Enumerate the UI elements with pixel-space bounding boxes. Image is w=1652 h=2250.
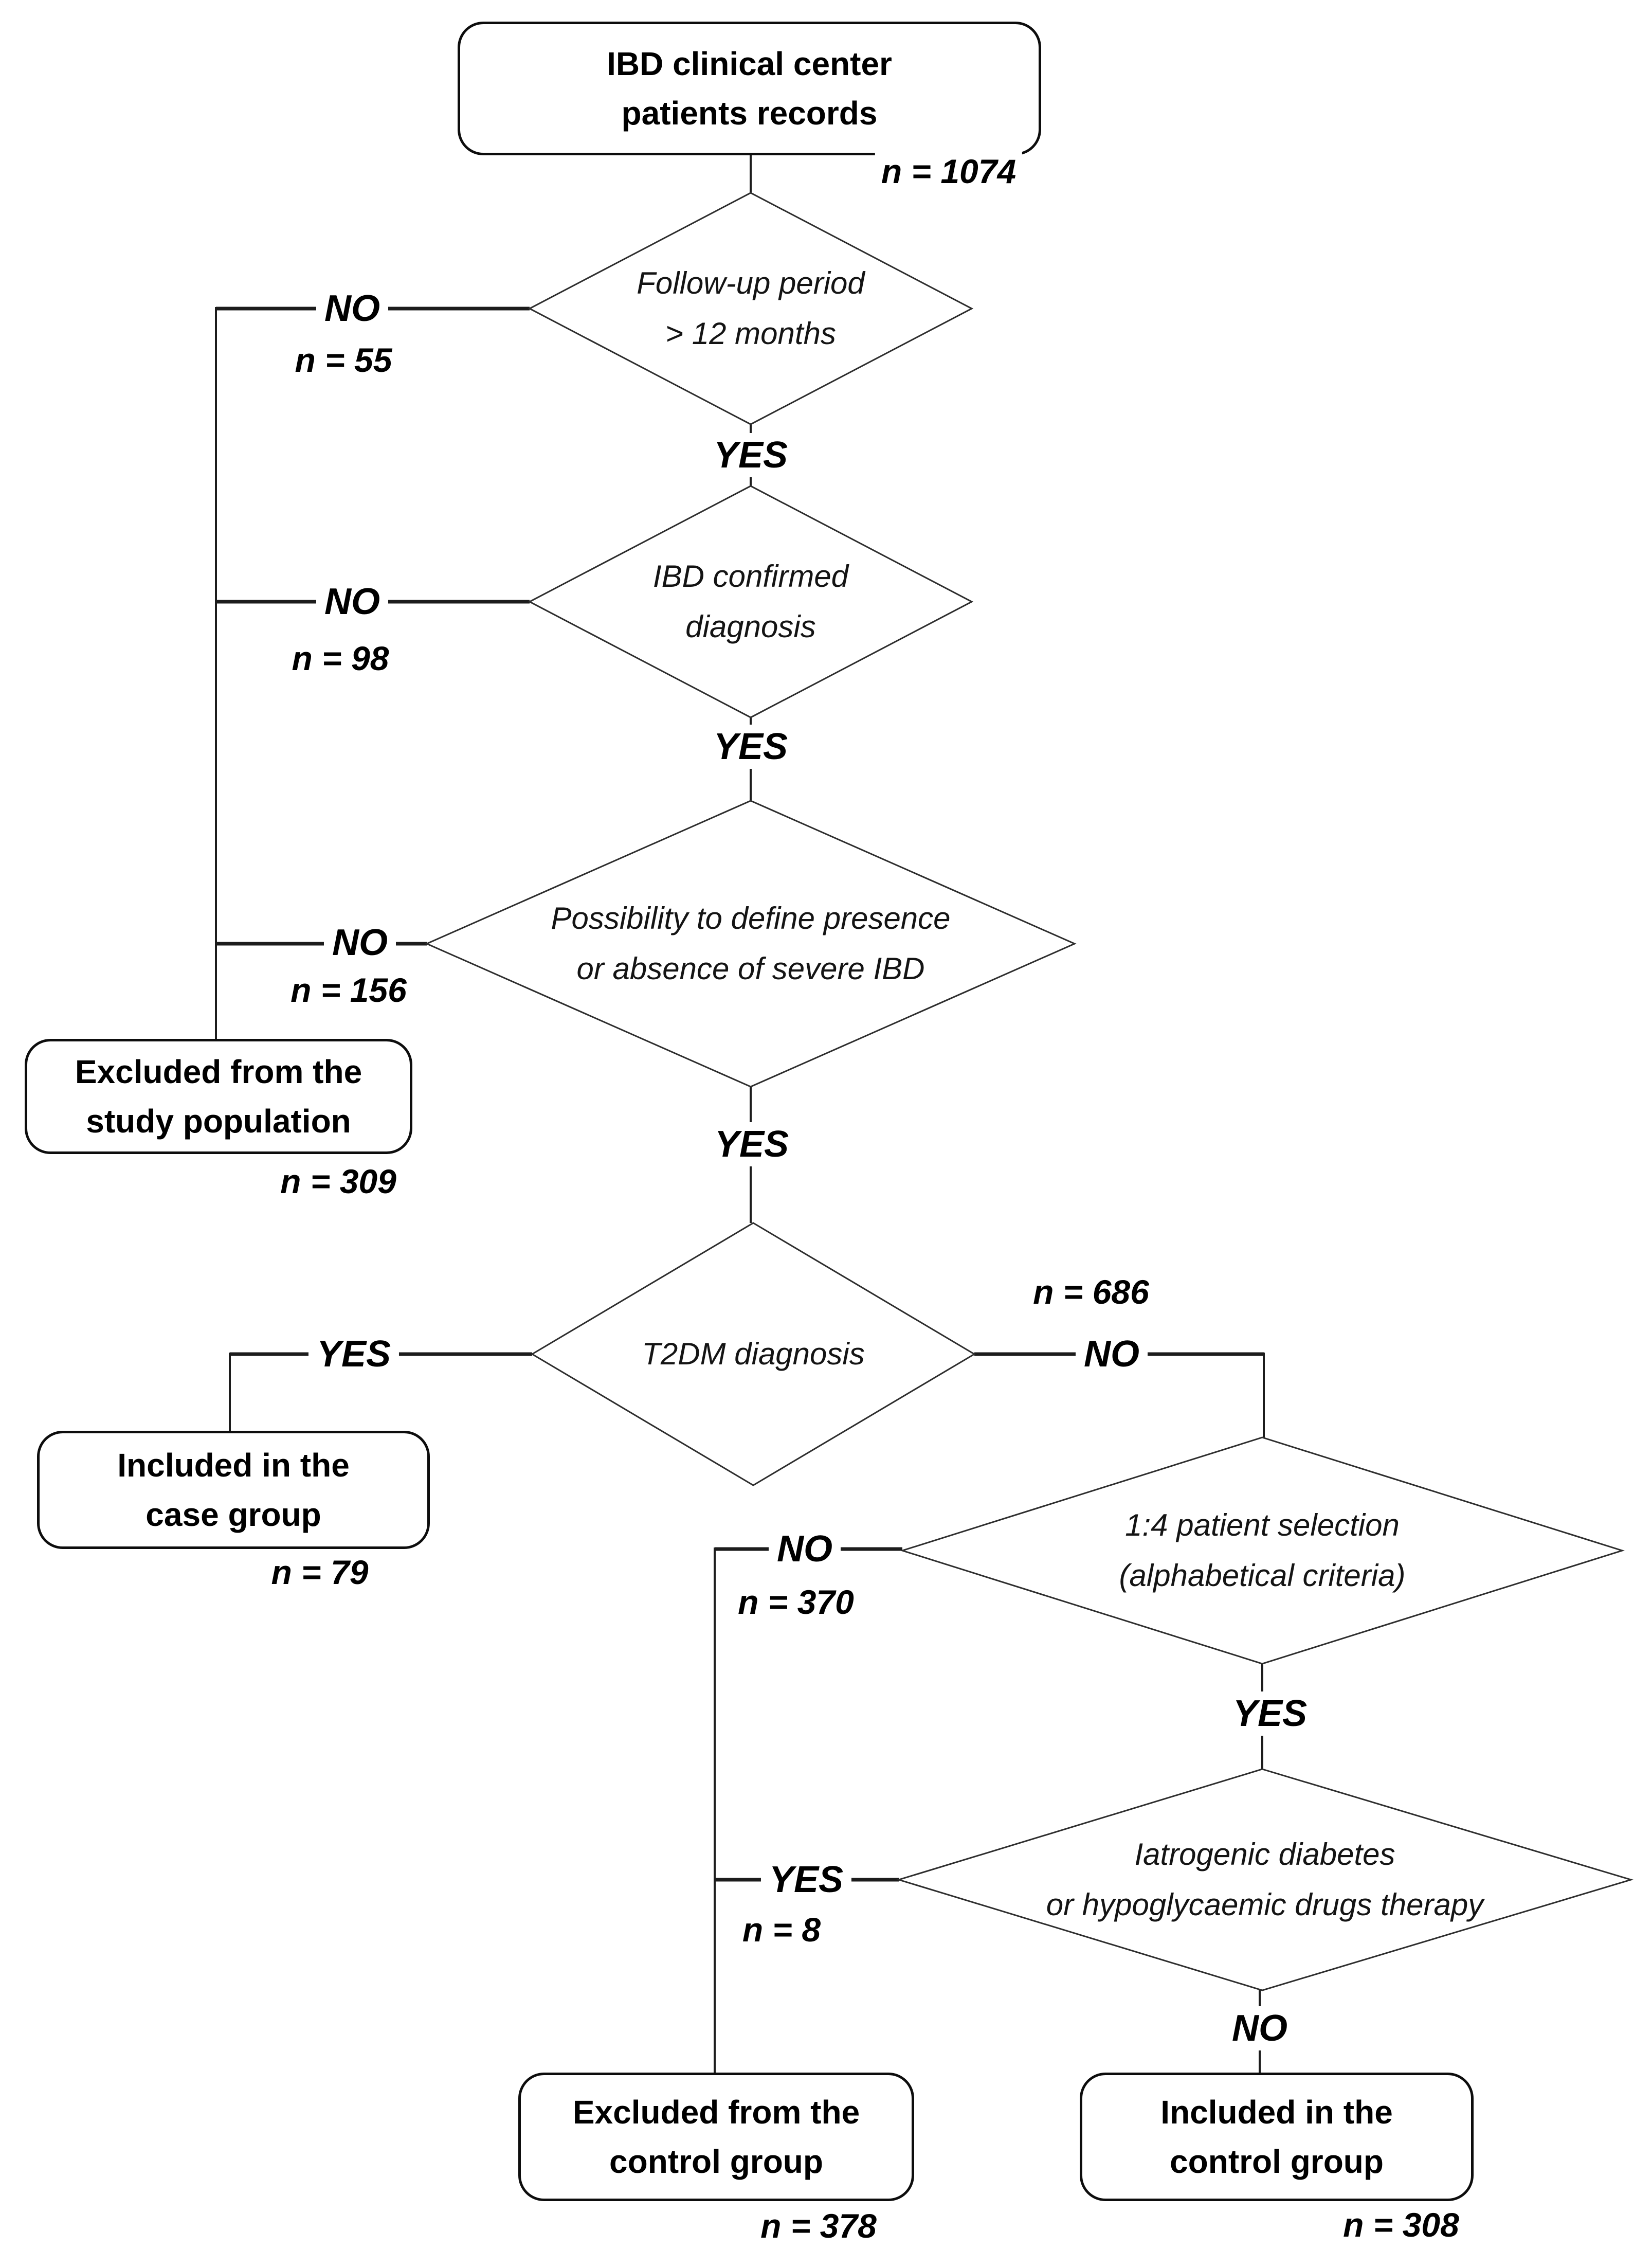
no-label-iatrogenic: NO: [1224, 2006, 1296, 2050]
count-no-selection: n = 370: [732, 1581, 860, 1623]
decision-diamonds: [425, 192, 1634, 1991]
records-box-line2: patients records: [621, 95, 878, 132]
included-case-box: Included in the case group: [37, 1431, 430, 1549]
count-no-t2dm: n = 686: [1027, 1271, 1155, 1312]
decision-ibd-confirmed-line1: IBD confirmed: [652, 559, 849, 593]
count-records: n = 1074: [875, 151, 1023, 192]
decision-text-selection: 1:4 patient selection (alphabetical crit…: [1119, 1500, 1406, 1601]
no-label-ibd-confirmed: NO: [316, 580, 388, 624]
decision-diamond-t2dm: [531, 1222, 976, 1486]
decision-severe-ibd-line1: Possibility to define presence: [551, 901, 951, 935]
decision-iatrogenic-line2: or hypoglycaemic drugs therapy: [1046, 1887, 1484, 1922]
records-box: IBD clinical center patients records: [458, 22, 1041, 155]
count-no-severe-ibd: n = 156: [284, 969, 413, 1011]
no-label-severe-ibd: NO: [324, 921, 396, 965]
included-control-line1: Included in the: [1160, 2094, 1393, 2131]
decision-iatrogenic-line1: Iatrogenic diabetes: [1134, 1837, 1395, 1871]
no-label-followup: NO: [316, 286, 388, 331]
yes-label-followup: YES: [705, 433, 796, 477]
decision-diamond-severe-ibd: [425, 800, 1077, 1088]
decision-severe-ibd-line2: or absence of severe IBD: [576, 951, 925, 986]
included-control-box: Included in the control group: [1080, 2073, 1474, 2201]
included-control-line2: control group: [1170, 2143, 1384, 2180]
included-case-line2: case group: [146, 1496, 321, 1533]
decision-ibd-confirmed-line2: diagnosis: [685, 609, 816, 644]
decision-text-ibd-confirmed: IBD confirmed diagnosis: [653, 551, 848, 652]
decision-diamond-iatrogenic: [896, 1768, 1634, 1991]
decision-t2dm-line1: T2DM diagnosis: [642, 1337, 865, 1371]
records-box-line1: IBD clinical center: [607, 45, 892, 82]
yes-label-severe-ibd: YES: [706, 1122, 797, 1166]
decision-diamond-ibd-confirmed: [528, 485, 974, 718]
decision-diamond-selection: [899, 1436, 1625, 1665]
excluded-study-line2: study population: [86, 1103, 351, 1140]
count-excluded-control: n = 378: [754, 2205, 883, 2246]
count-yes-iatrogenic: n = 8: [736, 1909, 827, 1950]
excluded-control-box: Excluded from the control group: [518, 2073, 914, 2201]
yes-label-ibd-confirmed: YES: [705, 725, 796, 769]
decision-selection-line1: 1:4 patient selection: [1125, 1508, 1400, 1542]
no-label-selection: NO: [769, 1527, 841, 1571]
yes-label-t2dm: YES: [308, 1332, 400, 1376]
decision-text-followup: Follow-up period > 12 months: [637, 258, 865, 359]
count-included-case: n = 79: [265, 1552, 375, 1593]
excluded-study-box: Excluded from the study population: [25, 1039, 412, 1154]
count-no-ibd-confirmed: n = 98: [285, 638, 395, 679]
decision-selection-line2: (alphabetical criteria): [1119, 1558, 1406, 1593]
decision-followup-line1: Follow-up period: [637, 266, 865, 300]
count-excluded-study: n = 309: [274, 1161, 403, 1202]
yes-label-iatrogenic: YES: [760, 1858, 852, 1902]
included-case-line1: Included in the: [117, 1447, 350, 1484]
decision-followup-line2: > 12 months: [665, 316, 836, 351]
decision-text-t2dm: T2DM diagnosis: [642, 1329, 865, 1379]
count-included-control: n = 308: [1337, 2204, 1465, 2245]
decision-diamond-followup: [528, 192, 974, 425]
decision-text-severe-ibd: Possibility to define presence or absenc…: [551, 893, 950, 994]
count-no-followup: n = 55: [288, 339, 398, 381]
yes-label-selection: YES: [1224, 1691, 1316, 1736]
excluded-control-line1: Excluded from the: [572, 2094, 860, 2131]
decision-text-iatrogenic: Iatrogenic diabetes or hypoglycaemic dru…: [1046, 1829, 1483, 1930]
excluded-control-line2: control group: [609, 2143, 823, 2180]
no-label-t2dm: NO: [1076, 1332, 1148, 1376]
excluded-study-line1: Excluded from the: [75, 1053, 362, 1090]
